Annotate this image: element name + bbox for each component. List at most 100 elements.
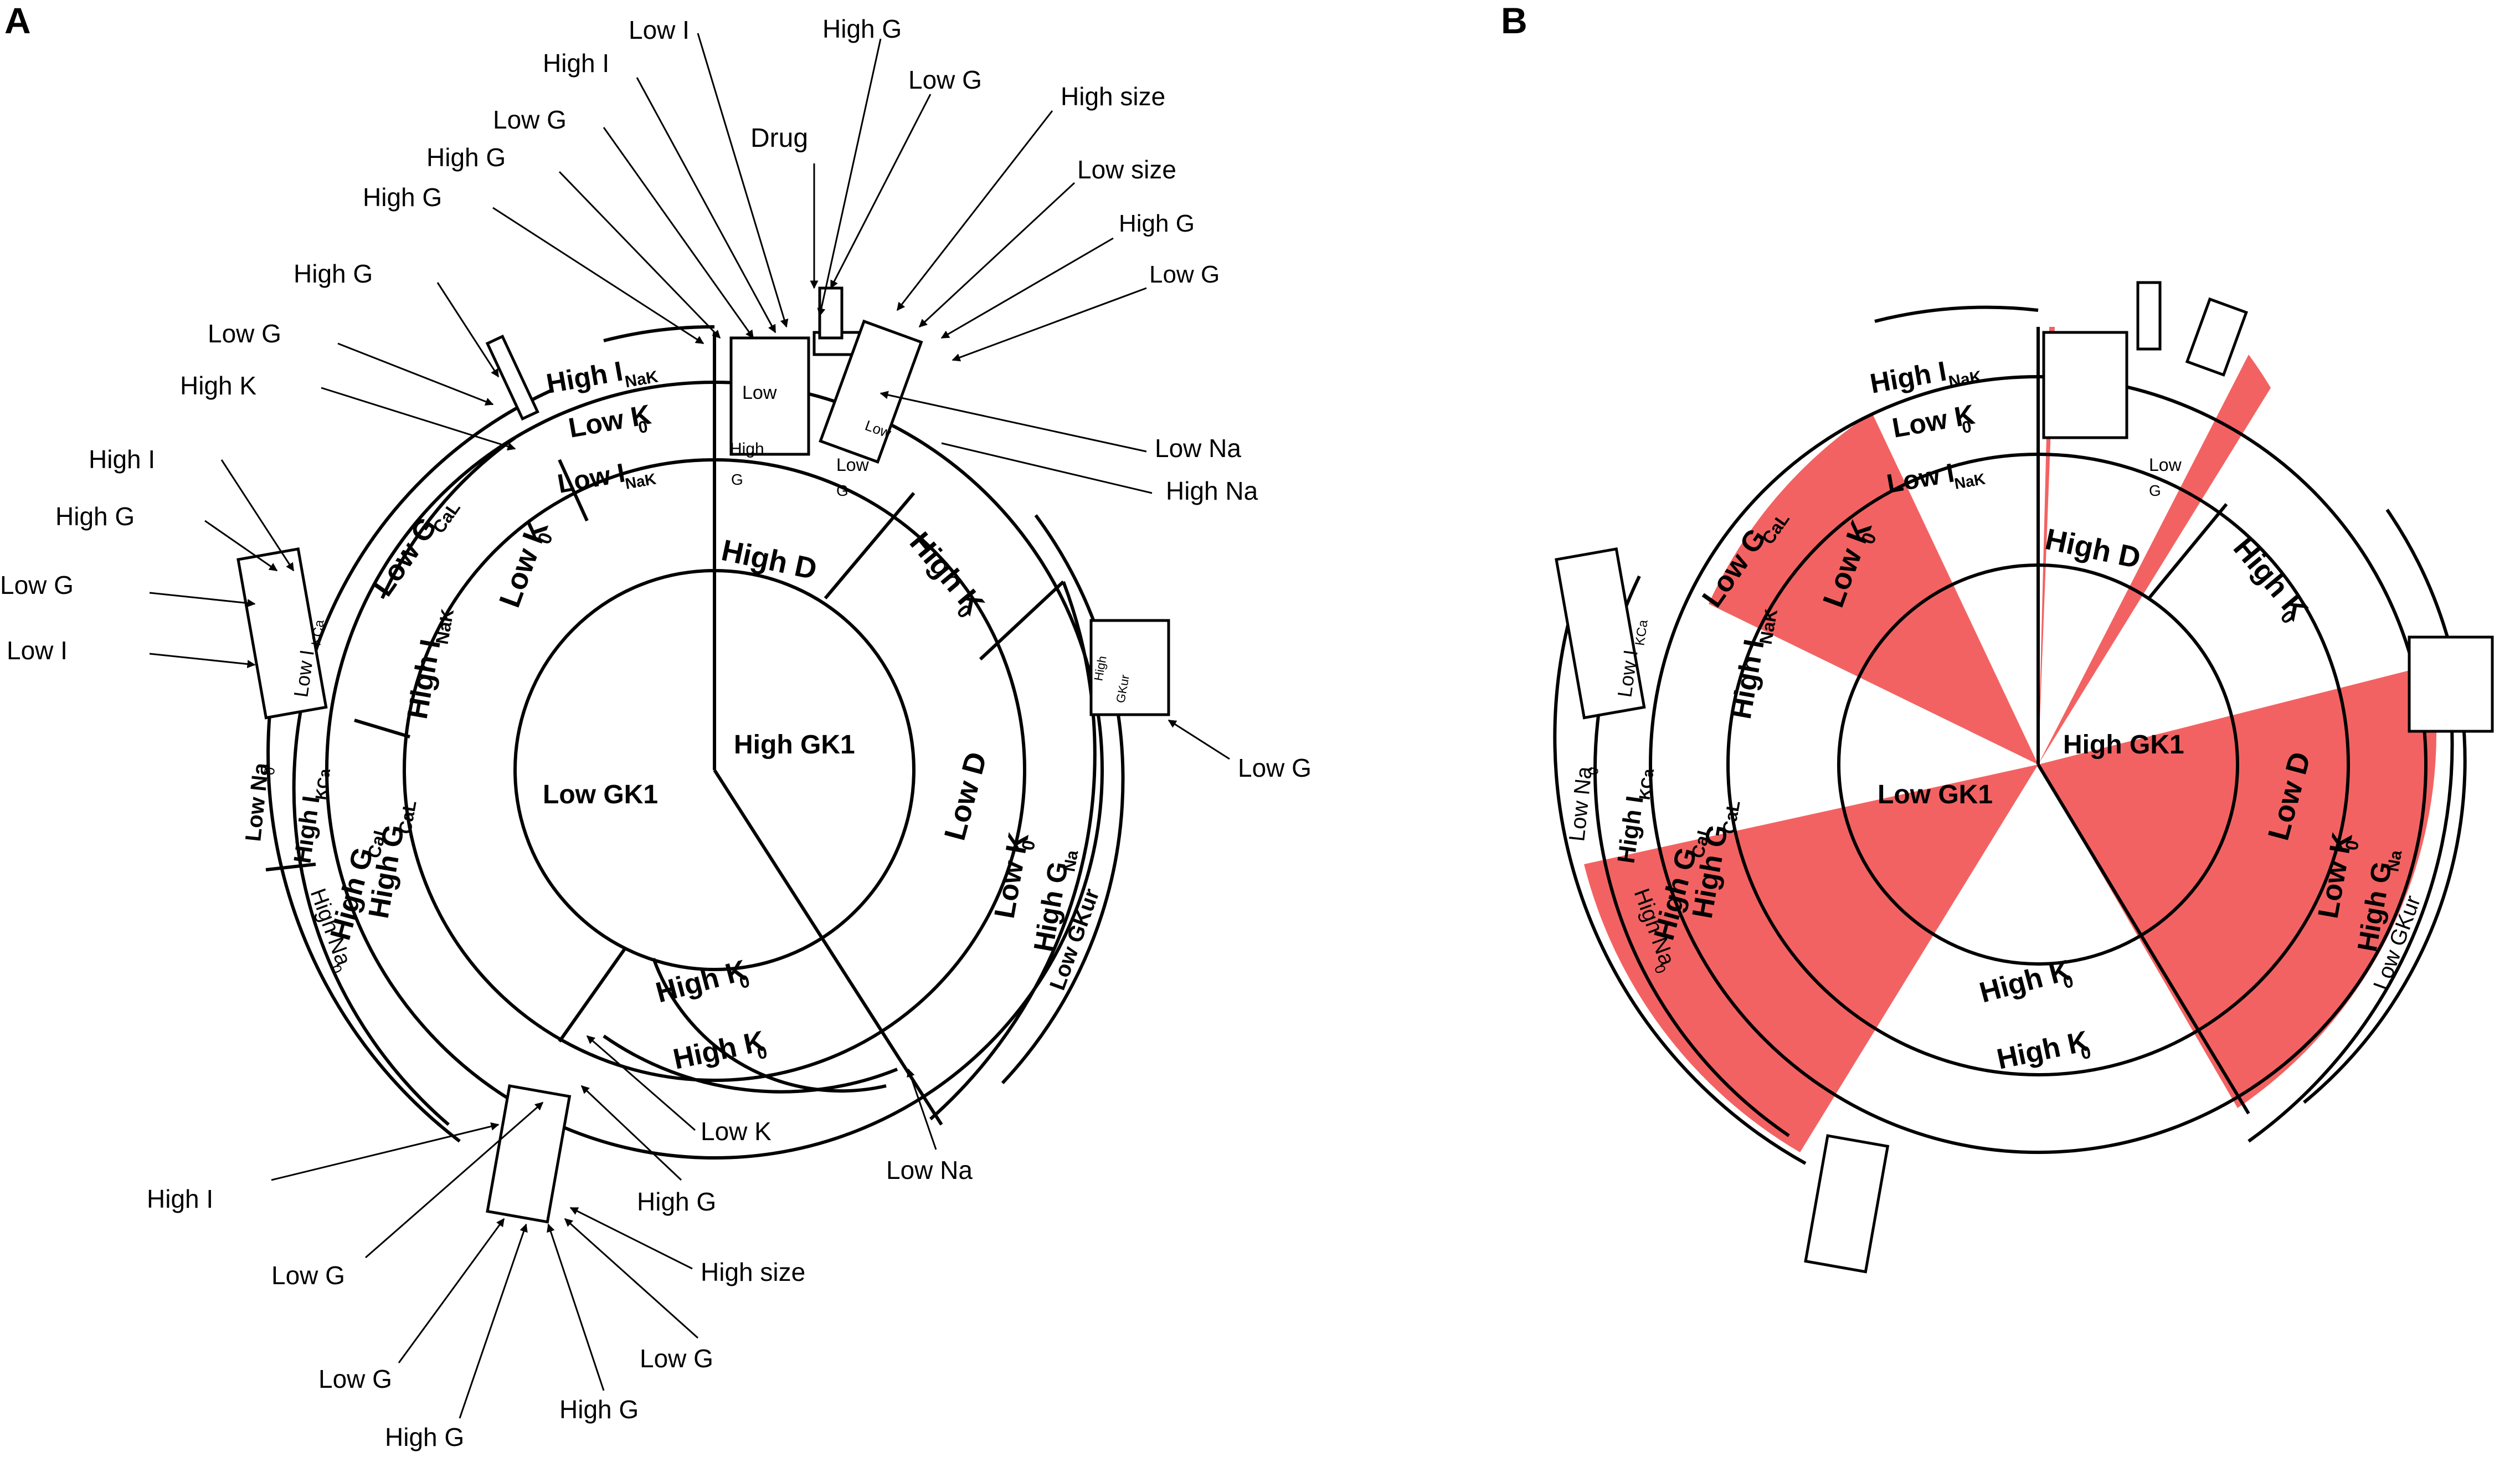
a-spoke-left-2 [265, 863, 316, 871]
a-spoke-left [354, 719, 410, 738]
b-ring-4-right [2303, 509, 2467, 1104]
a-box-low: Low [742, 382, 777, 403]
b-box-top-1 [2042, 331, 2128, 439]
svg-text:0: 0 [755, 1042, 769, 1063]
svg-text:Low K: Low K [493, 516, 555, 612]
svg-text:High K: High K [670, 1025, 768, 1076]
svg-text:High K: High K [1994, 1025, 2091, 1076]
a-ring-bottom-hk0-2 [603, 1034, 898, 1094]
svg-text:0: 0 [1961, 418, 1973, 437]
a-r4-high-inak-label: High I NaK [402, 607, 458, 721]
a-ring-3-left [325, 381, 715, 1160]
ann-high-gkur: High G [363, 183, 442, 212]
svg-text:NaK: NaK [432, 607, 458, 645]
b-wedge-upper-left [1709, 413, 2038, 765]
ann-low-gcal-3: Low G [208, 319, 281, 348]
svg-text:KCa: KCa [1636, 767, 1658, 801]
ann-low-gcal-7: Low G [640, 1344, 713, 1373]
ann-high-gcal-2: High G [426, 143, 506, 172]
svg-text:NaK: NaK [1953, 470, 1987, 493]
b-spoke-high-d [2147, 503, 2228, 599]
svg-text:Low D: Low D [938, 748, 994, 844]
a-box-top-1 [729, 336, 810, 456]
a-box-right [1089, 619, 1170, 716]
svg-text:0: 0 [637, 418, 649, 437]
b-ring-3-left [1649, 375, 2039, 1154]
a-spoke-bottom-right [713, 769, 943, 1126]
b-ring-4-top [1874, 305, 2039, 323]
a-ring-4-right [1001, 514, 1125, 1085]
a-box-low-2: Low [836, 455, 870, 475]
svg-text:Na: Na [2384, 849, 2405, 873]
ann-high-gcal-3: High G [294, 259, 373, 288]
a-spoke-high-d [824, 492, 916, 599]
b-box-top-2 [2136, 281, 2162, 351]
b-box-left [1555, 547, 1646, 720]
a-spoke-right [979, 580, 1065, 661]
ann-high-ikca-2: High I [147, 1184, 213, 1213]
b-low-k0-top-label: Low K 0 [1890, 399, 1977, 444]
b-inner-left: Low GK1 [1878, 780, 1993, 809]
panel-a-letter: A [4, 0, 31, 41]
ann-low-gna: Low G [1149, 261, 1220, 288]
svg-text:CaL: CaL [395, 799, 420, 835]
a-r2-low-k0-label: Low K 0 [493, 516, 557, 612]
a-ring-3b [380, 436, 516, 599]
svg-text:0: 0 [2341, 839, 2363, 852]
ann-high-gcal-6: High G [559, 1395, 639, 1424]
svg-text:High K: High K [2227, 531, 2315, 627]
ann-low-size: Low size [1077, 155, 1176, 184]
panel-a: A Low GK1 High GK1 [0, 0, 1312, 1451]
svg-text:0: 0 [1585, 766, 1602, 776]
svg-text:KCa: KCa [308, 619, 327, 647]
b-box-top-3 [2185, 297, 2248, 377]
ann-low-gcal-2: Low G [908, 65, 982, 94]
panel-b: B Low GK1 High GK1 Low K 0 [1501, 0, 2494, 1274]
a-r3-low-gcal-label: Low G CaL [367, 498, 464, 602]
ann-high-gcal-7: High G [385, 1423, 464, 1451]
ann-low-gcal-4: Low G [0, 571, 74, 599]
a-r2-low-d-label: Low D [938, 748, 994, 844]
ann-high-gcal-1: High G [822, 14, 902, 43]
b-ring-5-left [1553, 587, 1807, 1165]
ann-high-inak: High I [543, 49, 609, 78]
svg-text:0: 0 [737, 971, 752, 992]
a-annotations: Low I High G High I Low G Drug High size… [0, 14, 1312, 1451]
ann-low-gcal-5: Low G [1238, 753, 1312, 782]
b-wedge-right [2038, 665, 2437, 1108]
ann-low-na0-1: Low Na [1155, 434, 1241, 463]
ann-high-na0: High Na [1166, 476, 1258, 505]
b-high-k0-label: High K 0 [2227, 531, 2315, 628]
ann-high-ikca-1: High I [89, 445, 155, 474]
b-box-bottom [1804, 1134, 1890, 1274]
b-ring-3-right [2038, 375, 2428, 1154]
a-ring-2 [403, 458, 1027, 1082]
a-ring-3-right [714, 381, 1104, 1160]
a-box-gna: G [731, 471, 743, 488]
a-box-top-left [485, 334, 539, 421]
svg-text:0: 0 [1017, 839, 1039, 852]
svg-text:High I: High I [1868, 356, 1948, 399]
a-spoke-upper-left [558, 459, 589, 522]
a-ring-4-left-top [317, 389, 552, 644]
ann-low-na0-2: Low Na [886, 1156, 973, 1184]
ann-low-gcal-6: Low G [271, 1261, 345, 1290]
svg-text:Low I: Low I [556, 458, 628, 499]
svg-text:Na: Na [1060, 849, 1082, 873]
a-r2-high-k0-label: High K 0 [903, 526, 991, 622]
b-wedge-top-right [2038, 355, 2271, 765]
ann-high-size-1: High size [1061, 82, 1165, 111]
a-ring-5-right [929, 581, 1097, 1121]
a-box-top-right [819, 319, 923, 464]
a-box-left [236, 547, 328, 720]
a-inner-left: Low GK1 [543, 780, 658, 809]
a-r3-low-k0-right-label: Low K 0 [989, 830, 1039, 921]
svg-text:Low Na: Low Na [1565, 765, 1597, 843]
a-ring-4-top [603, 325, 715, 342]
svg-text:0: 0 [2079, 1042, 2093, 1063]
ann-high-gcal-4: High G [55, 502, 135, 531]
b-high-inak-top-label: High I NaK [1868, 356, 1983, 399]
svg-text:NaK: NaK [1947, 367, 1983, 391]
a-ring-4-left [292, 642, 450, 1126]
a-box-high: High [730, 440, 764, 458]
